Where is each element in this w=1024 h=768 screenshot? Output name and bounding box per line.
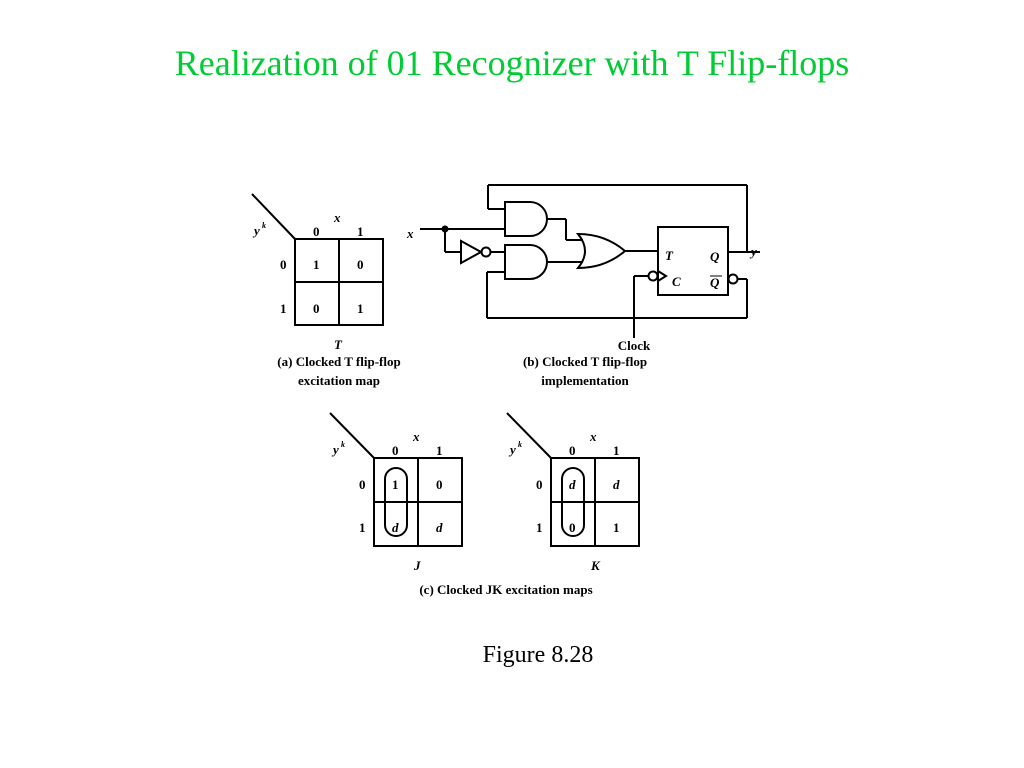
t-map-caption-line2: excitation map <box>298 373 380 388</box>
k-map-cell-0-0: d <box>569 477 576 492</box>
ff-c-label: C <box>672 274 681 289</box>
clock-bubble <box>647 270 659 282</box>
k-map-col-header-0: 0 <box>569 443 576 458</box>
qbar-bubble <box>727 273 739 285</box>
t-map-row-header-0: 0 <box>280 257 287 272</box>
k-map-col-header-1: 1 <box>613 443 620 458</box>
inverter-gate <box>460 239 484 265</box>
circuit-labels: x y T C Q Q Clock (b) Clocked T flip-flo… <box>406 226 757 388</box>
ff-t-label: T <box>665 248 674 263</box>
circuit-caption-line1: (b) Clocked T flip-flop <box>523 354 647 369</box>
t-flipflop-box <box>657 226 729 296</box>
t-map-cell-1-1: 1 <box>357 301 364 316</box>
and-gate-2 <box>504 244 548 280</box>
t-map-name: T <box>334 337 343 352</box>
t-map-cell-0-1: 0 <box>357 257 364 272</box>
j-map-cell-1-0: d <box>392 520 399 535</box>
t-map-cell-1-0: 0 <box>313 301 320 316</box>
t-flipflop-circuit <box>420 184 760 338</box>
j-map-grouping-loop <box>384 467 408 537</box>
k-map-grouping-loop <box>561 467 585 537</box>
k-map-col-var: x <box>589 429 597 444</box>
t-map-caption-line1: (a) Clocked T flip-flop <box>277 354 400 369</box>
slide-title: Realization of 01 Recognizer with T Flip… <box>174 43 850 83</box>
k-excitation-map: x y k 0 1 0 1 d d 0 1 K <box>506 412 640 573</box>
ff-q-label: Q <box>710 249 720 264</box>
j-map-row-header-1: 1 <box>359 520 366 535</box>
k-map-row-header-1: 1 <box>536 520 543 535</box>
j-map-col-var: x <box>412 429 420 444</box>
t-map-row-header-1: 1 <box>280 301 287 316</box>
j-excitation-map: x y k 0 1 0 1 1 0 d d J <box>329 412 463 573</box>
j-map-cell-0-1: 0 <box>436 477 443 492</box>
circuit-output-label: y <box>749 244 757 259</box>
k-map-row-var: y <box>508 442 516 457</box>
t-excitation-map: x y k 0 1 0 1 1 0 0 1 T (a) Clocked T fl… <box>251 193 401 388</box>
k-map-cell-1-0: 0 <box>569 520 576 535</box>
circuit-caption-line2: implementation <box>541 373 629 388</box>
k-map-cell-1-1: 1 <box>613 520 620 535</box>
t-map-col-var: x <box>333 210 341 225</box>
t-map-cell-0-0: 1 <box>313 257 320 272</box>
j-map-row-var: y <box>331 442 339 457</box>
j-map-cell-1-1: d <box>436 520 443 535</box>
figure-label: Figure 8.28 <box>482 642 594 668</box>
and-gate-1 <box>504 201 548 237</box>
jk-maps-caption: (c) Clocked JK excitation maps <box>419 582 592 597</box>
k-map-name: K <box>590 558 601 573</box>
k-map-row-var-sup: k <box>518 440 522 449</box>
k-map-cell-0-1: d <box>613 477 620 492</box>
j-map-col-header-0: 0 <box>392 443 399 458</box>
t-map-row-var: y <box>252 223 260 238</box>
ff-qbar-label: Q <box>710 275 720 290</box>
t-map-col-header-0: 0 <box>313 224 320 239</box>
t-map-col-header-1: 1 <box>357 224 364 239</box>
circuit-input-label: x <box>406 226 414 241</box>
j-map-row-header-0: 0 <box>359 477 366 492</box>
or-gate <box>575 232 627 270</box>
clock-label: Clock <box>618 338 651 353</box>
j-map-name: J <box>413 558 421 573</box>
j-map-col-header-1: 1 <box>436 443 443 458</box>
k-map-row-header-0: 0 <box>536 477 543 492</box>
t-map-row-var-sup: k <box>262 221 266 230</box>
j-map-cell-0-0: 1 <box>392 477 399 492</box>
j-map-row-var-sup: k <box>341 440 345 449</box>
